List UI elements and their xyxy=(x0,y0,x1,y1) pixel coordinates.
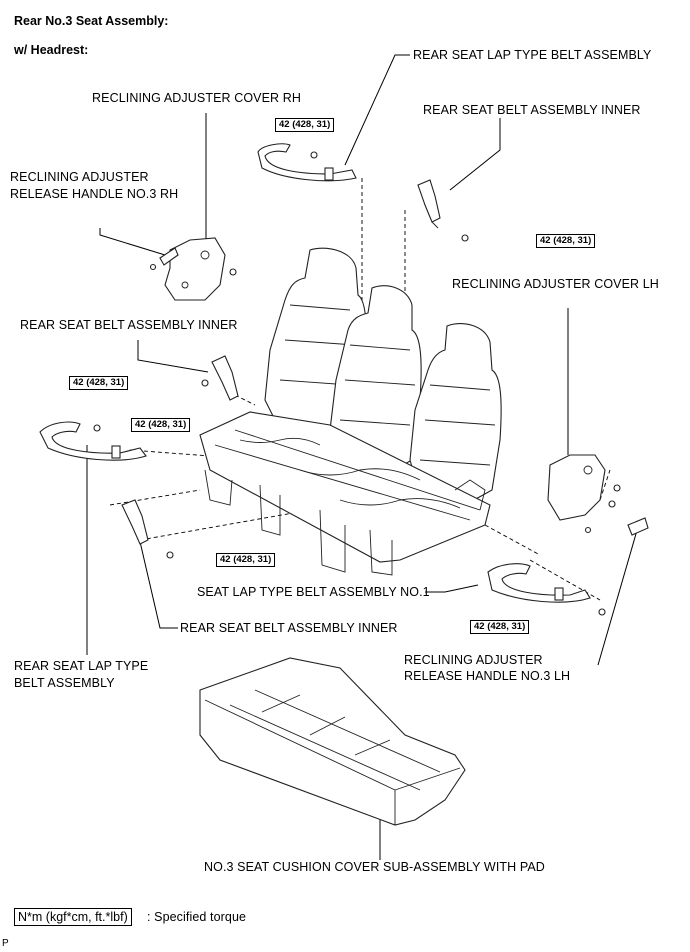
footer-mark: P xyxy=(2,938,9,949)
belt-inner-bottom xyxy=(121,499,174,559)
label-release-handle-rh-line1: RECLINING ADJUSTER xyxy=(10,170,149,184)
recliner-cover-rh xyxy=(149,237,237,301)
leader-lines xyxy=(86,54,641,860)
label-rear-belt-inner-left: REAR SEAT BELT ASSEMBLY INNER xyxy=(20,318,238,332)
label-release-handle-lh-line2: RELEASE HANDLE NO.3 LH xyxy=(404,669,571,683)
label-reclining-cover-lh: RECLINING ADJUSTER COVER LH xyxy=(452,277,659,291)
seat-cushion xyxy=(199,657,466,826)
torque-spec-box: 42 (428, 31) xyxy=(275,118,335,132)
page-subtitle: w/ Headrest: xyxy=(14,43,89,57)
lap-belt-left xyxy=(39,421,147,461)
label-rear-belt-inner-bottom: REAR SEAT BELT ASSEMBLY INNER xyxy=(180,621,398,635)
label-release-handle-lh-line1: RECLINING ADJUSTER xyxy=(404,653,543,667)
label-release-handle-rh-line2: RELEASE HANDLE NO.3 RH xyxy=(10,187,179,201)
legend-description: : Specified torque xyxy=(147,910,247,924)
torque-spec-box: 42 (428, 31) xyxy=(69,376,129,390)
label-seat-cushion: NO.3 SEAT CUSHION COVER SUB-ASSEMBLY WIT… xyxy=(204,860,545,874)
belt-inner-top xyxy=(417,179,469,242)
page-title: Rear No.3 Seat Assembly: xyxy=(14,14,169,28)
torque-spec-box: 42 (428, 31) xyxy=(216,553,276,567)
label-rear-seat-lap-belt-top: REAR SEAT LAP TYPE BELT ASSEMBLY xyxy=(413,48,652,62)
belt-inner-left xyxy=(201,355,239,401)
seat-assembly xyxy=(199,247,502,576)
label-rear-seat-lap-belt-left-line1: REAR SEAT LAP TYPE xyxy=(14,659,149,673)
label-rear-belt-inner-top: REAR SEAT BELT ASSEMBLY INNER xyxy=(423,103,641,117)
label-reclining-cover-rh: RECLINING ADJUSTER COVER RH xyxy=(92,91,301,105)
torque-spec-box: 42 (428, 31) xyxy=(536,234,596,248)
lap-belt-top xyxy=(257,143,357,182)
torque-spec-box: 42 (428, 31) xyxy=(470,620,530,634)
label-rear-seat-lap-belt-left-line2: BELT ASSEMBLY xyxy=(14,676,115,690)
recliner-cover-lh xyxy=(547,454,649,536)
legend-torque-units: N*m (kgf*cm, ft.*lbf) xyxy=(14,908,132,926)
label-seat-lap-belt-no1: SEAT LAP TYPE BELT ASSEMBLY NO.1 xyxy=(197,585,430,599)
torque-spec-box: 42 (428, 31) xyxy=(131,418,191,432)
seat-lap-belt-no1 xyxy=(487,563,606,616)
